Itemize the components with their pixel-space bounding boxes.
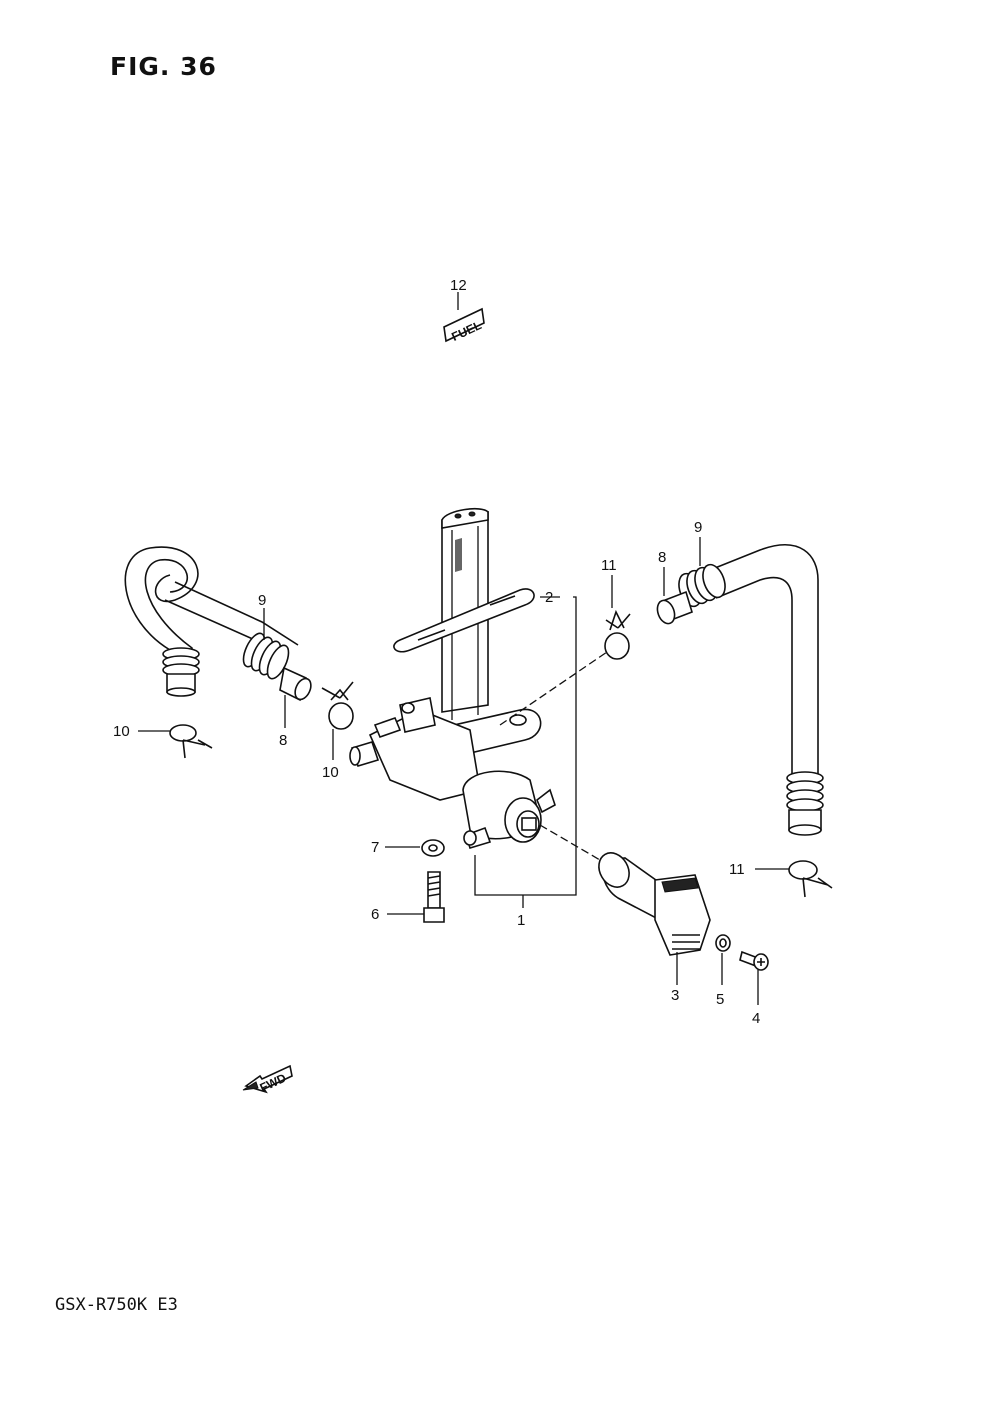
callout-1: 1 <box>517 912 525 929</box>
callout-10-left: 10 <box>113 723 130 740</box>
callout-6: 6 <box>371 906 379 923</box>
right-lower-hose-clip <box>788 860 833 898</box>
callout-4: 4 <box>752 1010 760 1027</box>
callout-8-right: 8 <box>658 549 666 566</box>
right-hose-lower-rings <box>786 771 824 812</box>
left-hose-lower-rings <box>162 647 200 677</box>
callout-10-center: 10 <box>322 764 339 781</box>
left-fuel-hose <box>124 546 312 702</box>
bolt <box>423 871 445 923</box>
center-hose-clip <box>321 681 354 730</box>
callout-12: 12 <box>450 277 467 294</box>
callout-9-left: 9 <box>258 592 266 609</box>
fwd-arrow-text: FWD <box>258 1071 289 1095</box>
assembly-line-lever <box>539 824 601 861</box>
lever-screw <box>739 950 769 971</box>
callout-9-right: 9 <box>694 519 702 536</box>
model-code: GSX-R750K E3 <box>55 1295 178 1315</box>
fuel-label-plate: FUEL <box>443 307 485 344</box>
fuel-cock-lever <box>598 852 711 956</box>
callout-11-right: 11 <box>729 861 745 878</box>
right-fuel-hose <box>656 544 824 836</box>
callout-2: 2 <box>545 589 553 606</box>
washer <box>421 839 445 857</box>
assembly-line-right <box>499 651 608 726</box>
right-upper-hose-clip <box>604 609 631 660</box>
callout-8-left: 8 <box>279 732 287 749</box>
callout-5: 5 <box>716 991 724 1008</box>
callout-7: 7 <box>371 839 379 856</box>
forward-direction-arrow: FWD <box>242 1064 293 1095</box>
left-hose-clip <box>169 724 213 759</box>
figure-title: FIG. 36 <box>110 52 217 81</box>
callout-3: 3 <box>671 987 679 1004</box>
callout-11-top: 11 <box>601 557 617 574</box>
lever-washer <box>715 934 731 952</box>
right-hose-rings <box>678 563 726 608</box>
fuel-cock-assembly <box>349 508 556 849</box>
bracket-1-2 <box>474 596 577 896</box>
left-hose-rings <box>242 632 290 680</box>
